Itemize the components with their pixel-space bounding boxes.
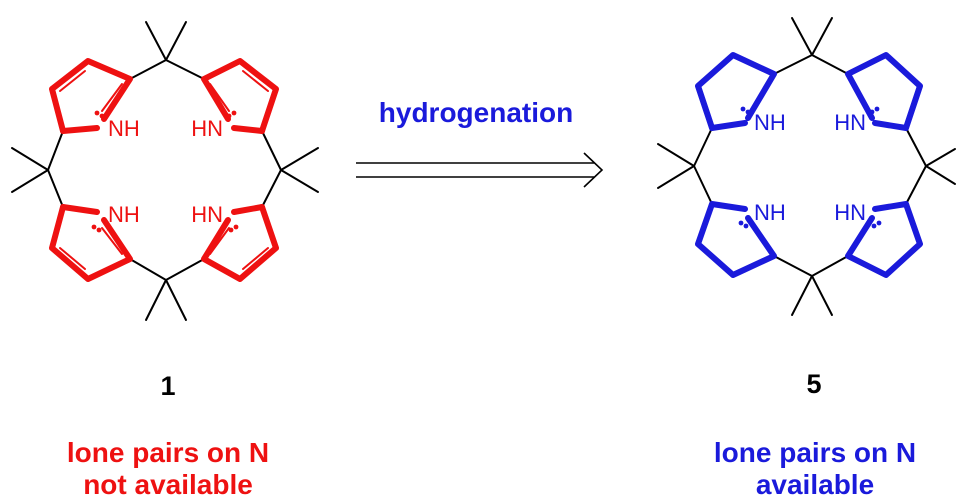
compound-5-structure: NH HN NH HN bbox=[657, 17, 956, 316]
nh-label: NH bbox=[108, 202, 140, 227]
compound-number-left: 1 bbox=[160, 371, 175, 401]
arrow-label: hydrogenation bbox=[379, 97, 573, 128]
meso-carbon-bridges bbox=[657, 17, 956, 316]
double-arrow-icon bbox=[356, 152, 604, 188]
lone-pair-dots bbox=[738, 106, 882, 229]
nh-label: HN bbox=[834, 200, 866, 225]
nh-label: HN bbox=[834, 110, 866, 135]
meso-carbon-bridges bbox=[11, 21, 319, 321]
caption-left-line1: lone pairs on N bbox=[67, 437, 269, 468]
nh-label: HN bbox=[191, 202, 223, 227]
caption-right-line1: lone pairs on N bbox=[714, 437, 916, 468]
caption-right-line2: available bbox=[756, 469, 874, 500]
compound-1-structure: NH HN NH HN bbox=[11, 21, 319, 321]
nh-label: NH bbox=[754, 110, 786, 135]
caption-left-line2: not available bbox=[83, 469, 253, 500]
pyrrole-rings bbox=[49, 58, 279, 282]
nh-label: NH bbox=[754, 200, 786, 225]
nh-label: HN bbox=[191, 116, 223, 141]
compound-number-right: 5 bbox=[806, 369, 821, 399]
reaction-arrow: hydrogenation bbox=[356, 97, 604, 188]
nh-label: NH bbox=[108, 116, 140, 141]
lone-pair-dots bbox=[91, 110, 239, 233]
pyrrolidine-rings bbox=[695, 52, 923, 278]
